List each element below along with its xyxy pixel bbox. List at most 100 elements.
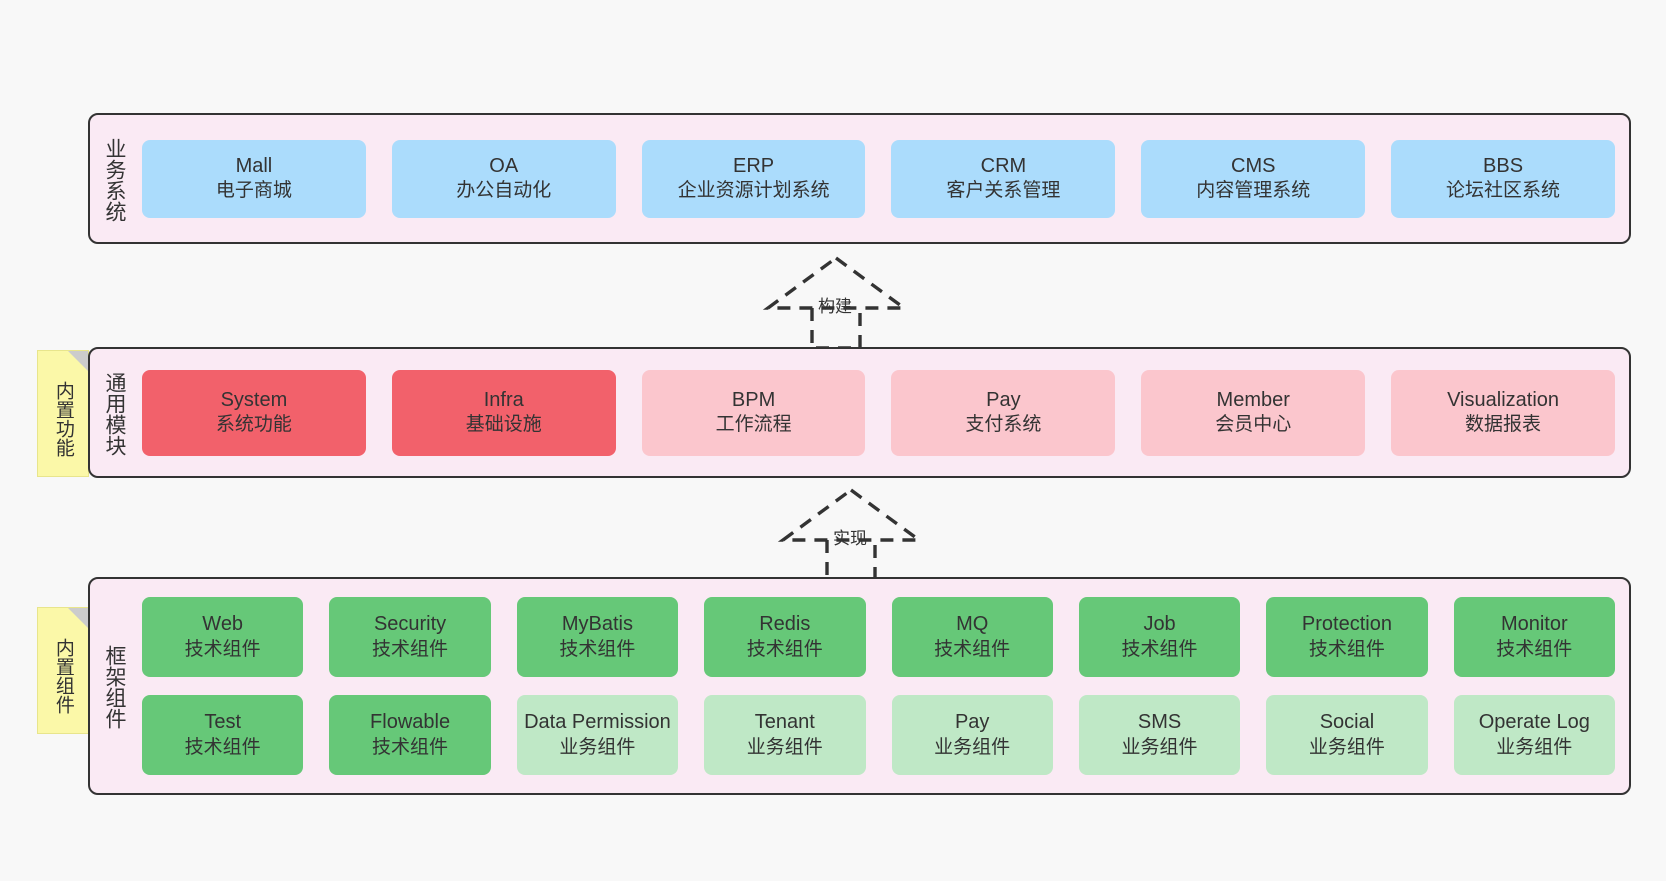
node-social-cn: 业务组件 — [1308, 736, 1385, 758]
node-infra-cn: 基础设施 — [465, 414, 542, 436]
layer-body-common: System 系统功能 Infra 基础设施 BPM 工作流程 Pay 支付系统… — [138, 349, 1629, 476]
node-member[interactable]: Member 会员中心 — [1141, 369, 1366, 456]
node-bbs[interactable]: BBS 论坛社区系统 — [1391, 139, 1615, 218]
node-crm-en: CRM — [980, 154, 1027, 177]
node-oa-en: OA — [489, 154, 519, 177]
note-builtin-components-label: 内置组件 — [52, 637, 74, 714]
layer-business-system: 业务系统 Mall 电子商城 OA 办公自动化 ERP 企业资源计划系统 CRM… — [88, 113, 1631, 244]
node-job[interactable]: Job 技术组件 — [1078, 597, 1241, 677]
node-monitor-cn: 技术组件 — [1496, 638, 1573, 660]
node-pay-module-en: Pay — [986, 388, 1021, 411]
node-mybatis-en: MyBatis — [561, 613, 633, 636]
node-oa[interactable]: OA 办公自动化 — [391, 139, 616, 218]
node-mq-en: MQ — [956, 613, 989, 636]
node-infra[interactable]: Infra 基础设施 — [391, 369, 616, 456]
node-sms-en: SMS — [1137, 711, 1182, 734]
node-job-cn: 技术组件 — [1121, 638, 1198, 660]
node-bpm[interactable]: BPM 工作流程 — [641, 369, 866, 456]
node-test[interactable]: Test 技术组件 — [142, 695, 304, 775]
node-tenant[interactable]: Tenant 业务组件 — [704, 695, 866, 775]
node-monitor[interactable]: Monitor 技术组件 — [1453, 597, 1615, 677]
node-test-cn: 技术组件 — [184, 736, 261, 758]
node-mall-cn: 电子商城 — [215, 180, 292, 202]
connector-build-label: 构建 — [818, 297, 852, 316]
node-erp-en: ERP — [733, 154, 775, 177]
node-erp-cn: 企业资源计划系统 — [677, 180, 830, 202]
connector-implement-label: 实现 — [833, 529, 867, 548]
node-visualization[interactable]: Visualization 数据报表 — [1391, 369, 1615, 456]
node-protection[interactable]: Protection 技术组件 — [1266, 597, 1428, 677]
node-cms[interactable]: CMS 内容管理系统 — [1141, 139, 1366, 218]
node-web[interactable]: Web 技术组件 — [142, 597, 304, 677]
connector-build: 构建 — [756, 254, 916, 350]
node-bbs-cn: 论坛社区系统 — [1446, 180, 1561, 202]
note-builtin-features: 内置功能 — [37, 350, 89, 477]
note-fold-corner-icon — [68, 351, 88, 371]
node-pay-component-en: Pay — [954, 711, 990, 734]
node-bpm-en: BPM — [731, 388, 776, 411]
node-mybatis[interactable]: MyBatis 技术组件 — [516, 597, 679, 677]
node-operate-log-cn: 业务组件 — [1496, 736, 1573, 758]
layer-body-business: Mall 电子商城 OA 办公自动化 ERP 企业资源计划系统 CRM 客户关系… — [138, 115, 1629, 242]
node-system[interactable]: System 系统功能 — [142, 369, 366, 456]
node-operate-log-en: Operate Log — [1478, 711, 1590, 734]
node-flowable[interactable]: Flowable 技术组件 — [329, 695, 491, 775]
node-pay-module-cn: 支付系统 — [965, 414, 1042, 436]
node-redis[interactable]: Redis 技术组件 — [704, 597, 866, 677]
node-security-en: Security — [373, 613, 447, 636]
row-common: System 系统功能 Infra 基础设施 BPM 工作流程 Pay 支付系统… — [142, 369, 1615, 456]
node-test-en: Test — [204, 711, 242, 734]
node-social[interactable]: Social 业务组件 — [1266, 695, 1428, 775]
node-pay-component-cn: 业务组件 — [934, 736, 1011, 758]
node-mq[interactable]: MQ 技术组件 — [891, 597, 1053, 677]
layer-title-framework: 框架组件 — [102, 645, 126, 729]
node-redis-cn: 技术组件 — [746, 638, 823, 660]
node-visualization-en: Visualization — [1447, 388, 1560, 411]
node-sms[interactable]: SMS 业务组件 — [1078, 695, 1241, 775]
node-system-cn: 系统功能 — [215, 414, 292, 436]
layer-title-common: 通用模块 — [102, 371, 126, 456]
layer-common-modules: 通用模块 System 系统功能 Infra 基础设施 BPM 工作流程 Pay… — [88, 347, 1631, 478]
node-tenant-cn: 业务组件 — [746, 736, 823, 758]
node-security[interactable]: Security 技术组件 — [329, 597, 491, 677]
node-data-permission-cn: 业务组件 — [559, 736, 636, 758]
node-cms-en: CMS — [1231, 154, 1276, 177]
node-visualization-cn: 数据报表 — [1465, 414, 1542, 436]
node-flowable-en: Flowable — [370, 711, 451, 734]
node-crm-cn: 客户关系管理 — [946, 180, 1061, 202]
node-monitor-en: Monitor — [1500, 613, 1568, 636]
node-social-en: Social — [1319, 711, 1375, 734]
node-flowable-cn: 技术组件 — [372, 736, 449, 758]
node-bbs-en: BBS — [1483, 154, 1524, 177]
node-bpm-cn: 工作流程 — [715, 414, 792, 436]
node-data-permission[interactable]: Data Permission 业务组件 — [516, 695, 679, 775]
node-protection-cn: 技术组件 — [1308, 638, 1385, 660]
layer-title-business: 业务系统 — [102, 137, 126, 222]
node-operate-log[interactable]: Operate Log 业务组件 — [1453, 695, 1615, 775]
node-web-en: Web — [202, 613, 244, 636]
node-data-permission-en: Data Permission — [524, 711, 671, 734]
node-pay-module[interactable]: Pay 支付系统 — [891, 369, 1116, 456]
node-member-cn: 会员中心 — [1215, 414, 1292, 436]
node-cms-cn: 内容管理系统 — [1196, 180, 1311, 202]
node-mybatis-cn: 技术组件 — [559, 638, 636, 660]
node-crm[interactable]: CRM 客户关系管理 — [891, 139, 1116, 218]
node-pay-component[interactable]: Pay 业务组件 — [891, 695, 1053, 775]
row-business: Mall 电子商城 OA 办公自动化 ERP 企业资源计划系统 CRM 客户关系… — [142, 139, 1615, 218]
note-builtin-components: 内置组件 — [37, 607, 89, 734]
node-member-en: Member — [1216, 388, 1290, 411]
node-protection-en: Protection — [1301, 613, 1392, 636]
node-sms-cn: 业务组件 — [1121, 736, 1198, 758]
node-mall[interactable]: Mall 电子商城 — [142, 139, 366, 218]
node-mq-cn: 技术组件 — [934, 638, 1011, 660]
node-erp[interactable]: ERP 企业资源计划系统 — [641, 139, 866, 218]
node-infra-en: Infra — [483, 388, 524, 411]
node-redis-en: Redis — [759, 613, 811, 636]
node-oa-cn: 办公自动化 — [456, 180, 552, 202]
node-mall-en: Mall — [235, 154, 273, 177]
node-web-cn: 技术组件 — [184, 638, 261, 660]
node-security-cn: 技术组件 — [372, 638, 449, 660]
node-tenant-en: Tenant — [754, 711, 815, 734]
connector-implement: 实现 — [771, 486, 931, 582]
